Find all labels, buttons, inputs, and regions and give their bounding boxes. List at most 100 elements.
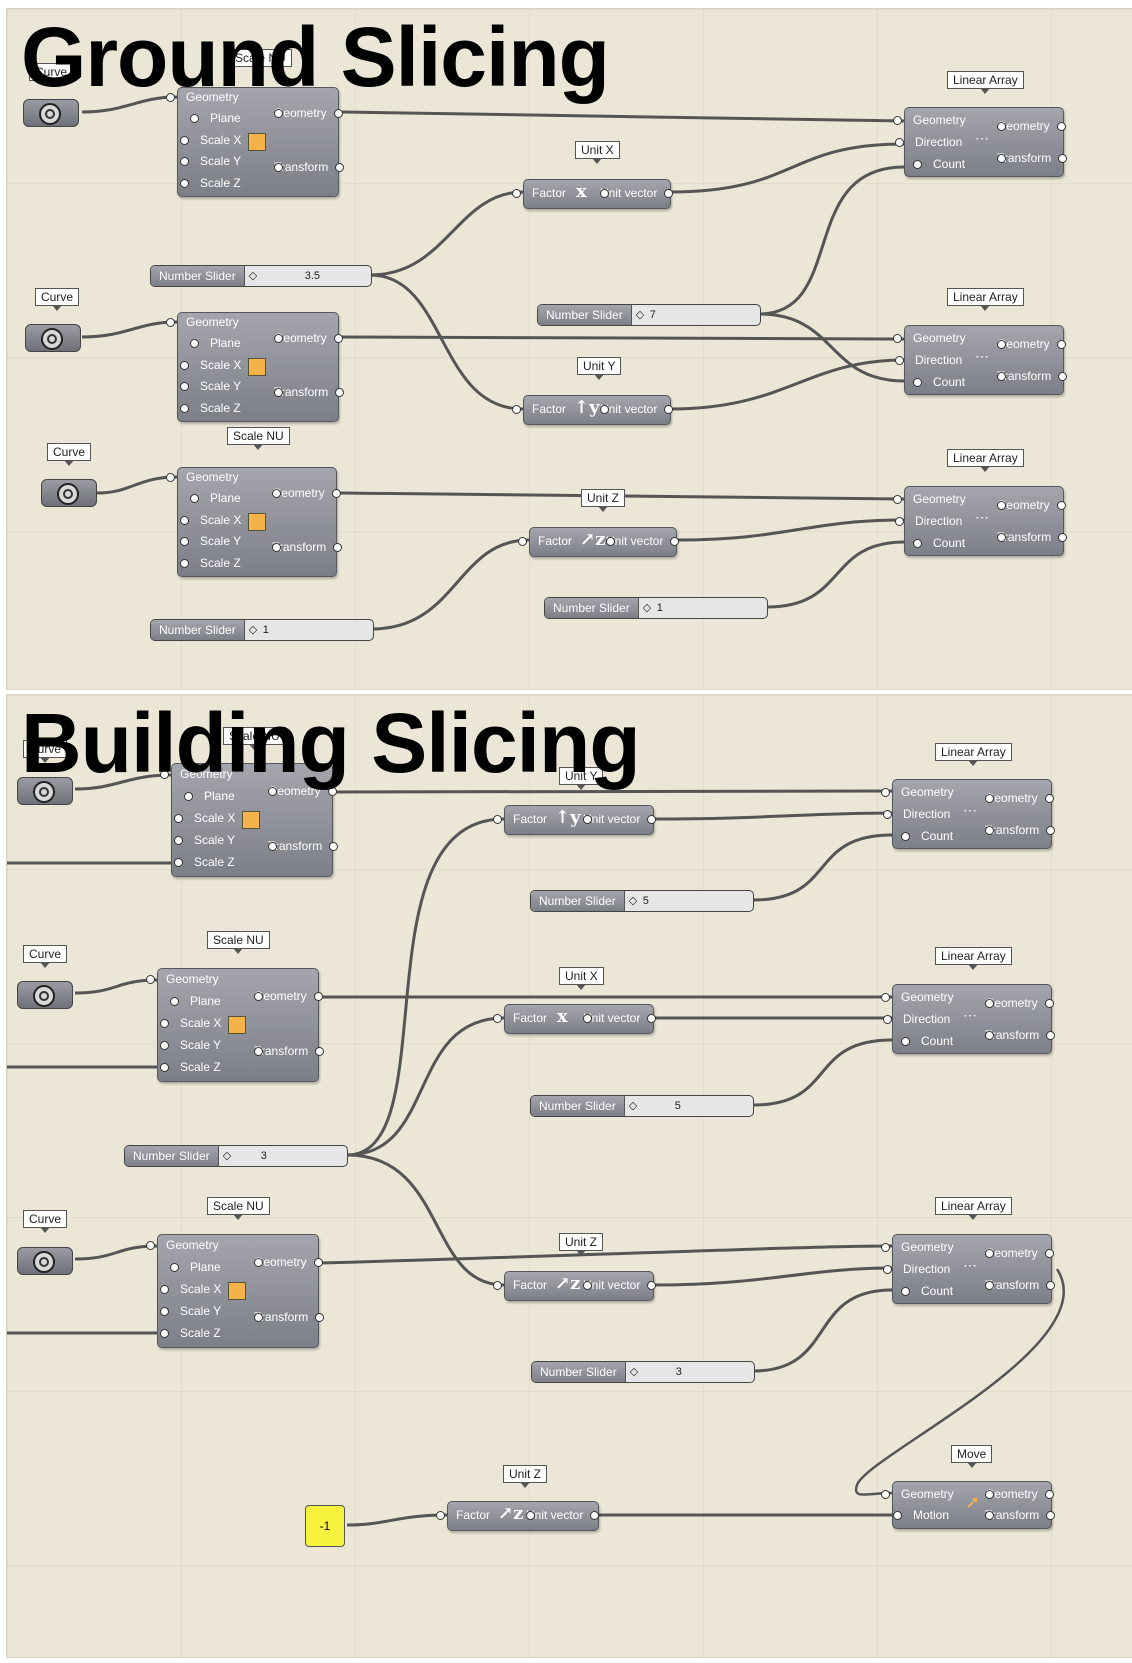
port-transform-out[interactable]: Transform bbox=[997, 151, 1068, 165]
port-scale-y[interactable]: Scale Y bbox=[159, 1304, 222, 1318]
port-scale-z[interactable]: Scale Z bbox=[180, 401, 241, 415]
linear-array-component[interactable]: Geometry Direction Count ⋯ Geometry Tran… bbox=[893, 325, 1068, 395]
curve-param[interactable] bbox=[23, 99, 79, 127]
move-component[interactable]: Geometry Motion ➚ Geometry Transform bbox=[881, 1481, 1056, 1529]
slider-value[interactable]: 7 bbox=[632, 308, 656, 321]
port-motion[interactable]: Motion bbox=[892, 1508, 950, 1522]
port-plane[interactable]: Plane bbox=[184, 789, 235, 803]
port-factor[interactable]: Factor bbox=[492, 1278, 548, 1292]
port-scale-x[interactable]: Scale X bbox=[159, 1282, 222, 1296]
slider-value[interactable]: 1 bbox=[639, 601, 663, 614]
port-plane[interactable]: Plane bbox=[190, 491, 241, 505]
port-factor[interactable]: Factor bbox=[511, 186, 567, 200]
port-geometry-out[interactable]: Geometry bbox=[254, 1255, 323, 1269]
port-geometry-out[interactable]: Geometry bbox=[985, 1246, 1054, 1260]
port-geometry[interactable]: Geometry bbox=[893, 492, 966, 506]
port-geometry-out[interactable]: Geometry bbox=[274, 106, 343, 120]
unit-y-component[interactable]: Factor ↑y Unit vector bbox=[511, 395, 674, 425]
number-slider[interactable]: Number Slider 5 bbox=[530, 890, 754, 912]
port-geometry-out[interactable]: Geometry bbox=[985, 791, 1054, 805]
unit-x-component[interactable]: Factor x Unit vector bbox=[511, 179, 674, 209]
port-unit-vector[interactable]: Unit vector bbox=[583, 1278, 657, 1292]
port-geometry[interactable]: Geometry bbox=[146, 1238, 219, 1252]
port-scale-z[interactable]: Scale Z bbox=[174, 855, 235, 869]
port-scale-y[interactable]: Scale Y bbox=[179, 379, 242, 393]
port-geometry-out[interactable]: Geometry bbox=[274, 331, 343, 345]
port-transform-out[interactable]: Transform bbox=[254, 1044, 325, 1058]
port-factor[interactable]: Factor bbox=[511, 402, 567, 416]
number-slider[interactable]: Number Slider 1 bbox=[544, 597, 768, 619]
port-transform-out[interactable]: Transform bbox=[268, 839, 339, 853]
scale-nu-component[interactable]: Geometry Plane Scale X Scale Y Scale Z G… bbox=[146, 968, 325, 1082]
port-transform-out[interactable]: Transform bbox=[272, 540, 343, 554]
port-count[interactable]: Count bbox=[912, 375, 966, 389]
port-count[interactable]: Count bbox=[900, 829, 954, 843]
port-count[interactable]: Count bbox=[900, 1034, 954, 1048]
number-slider[interactable]: Number Slider 7 bbox=[537, 304, 761, 326]
port-factor[interactable]: Factor bbox=[435, 1508, 491, 1522]
port-transform-out[interactable]: Transform bbox=[985, 1278, 1056, 1292]
unit-z-component[interactable]: Factor ↗z Unit vector bbox=[435, 1501, 600, 1531]
slider-value[interactable]: 1 bbox=[245, 623, 269, 636]
port-plane[interactable]: Plane bbox=[170, 994, 221, 1008]
port-unit-vector[interactable]: Unit vector bbox=[606, 534, 680, 548]
port-transform-out[interactable]: Transform bbox=[985, 823, 1056, 837]
curve-param[interactable] bbox=[25, 324, 81, 352]
port-count[interactable]: Count bbox=[900, 1284, 954, 1298]
port-unit-vector[interactable]: Unit vector bbox=[583, 1011, 657, 1025]
scale-nu-component[interactable]: Geometry Plane Scale X Scale Y Scale Z G… bbox=[166, 312, 345, 422]
curve-param[interactable] bbox=[41, 479, 97, 507]
unit-z-component[interactable]: Factor ↗z Unit vector bbox=[517, 527, 680, 557]
number-slider[interactable]: Number Slider 1 bbox=[150, 619, 374, 641]
port-geometry[interactable]: Geometry bbox=[146, 972, 219, 986]
port-transform-out[interactable]: Transform bbox=[274, 160, 345, 174]
number-slider[interactable]: Number Slider 3 bbox=[124, 1145, 348, 1167]
port-geometry[interactable]: Geometry bbox=[893, 113, 966, 127]
slider-value[interactable]: 5 bbox=[625, 894, 649, 907]
unit-z-component[interactable]: Factor ↗z Unit vector bbox=[492, 1271, 657, 1301]
curve-param[interactable] bbox=[17, 777, 73, 805]
port-count[interactable]: Count bbox=[912, 536, 966, 550]
port-transform-out[interactable]: Transform bbox=[985, 1028, 1056, 1042]
port-scale-x[interactable]: Scale X bbox=[179, 358, 242, 372]
port-geometry-out[interactable]: Geometry bbox=[997, 498, 1066, 512]
linear-array-component[interactable]: Geometry Direction Count ⋯ Geometry Tran… bbox=[881, 984, 1056, 1054]
port-transform-out[interactable]: Transform bbox=[997, 369, 1068, 383]
port-direction[interactable]: Direction bbox=[882, 1262, 951, 1276]
port-geometry-out[interactable]: Geometry bbox=[272, 486, 341, 500]
port-unit-vector[interactable]: Unit vector bbox=[583, 812, 657, 826]
port-direction[interactable]: Direction bbox=[894, 514, 963, 528]
port-transform-out[interactable]: Transform bbox=[997, 530, 1068, 544]
port-geometry[interactable]: Geometry bbox=[166, 315, 239, 329]
port-geometry-out[interactable]: Geometry bbox=[268, 784, 337, 798]
port-transform-out[interactable]: Transform bbox=[985, 1508, 1056, 1522]
port-scale-x[interactable]: Scale X bbox=[173, 811, 236, 825]
port-geometry-out[interactable]: Geometry bbox=[985, 1487, 1054, 1501]
port-geometry-out[interactable]: Geometry bbox=[997, 119, 1066, 133]
port-factor[interactable]: Factor bbox=[492, 812, 548, 826]
port-scale-z[interactable]: Scale Z bbox=[180, 176, 241, 190]
port-scale-z[interactable]: Scale Z bbox=[160, 1326, 221, 1340]
port-plane[interactable]: Plane bbox=[190, 111, 241, 125]
port-scale-y[interactable]: Scale Y bbox=[173, 833, 236, 847]
number-slider[interactable]: Number Slider 5 bbox=[530, 1095, 754, 1117]
curve-param[interactable] bbox=[17, 1247, 73, 1275]
number-slider[interactable]: Number Slider 3 bbox=[531, 1361, 755, 1383]
port-direction[interactable]: Direction bbox=[894, 353, 963, 367]
number-panel[interactable]: -1 bbox=[305, 1505, 345, 1547]
port-scale-z[interactable]: Scale Z bbox=[180, 556, 241, 570]
port-transform-out[interactable]: Transform bbox=[254, 1310, 325, 1324]
slider-value[interactable]: 3.5 bbox=[245, 269, 320, 282]
port-geometry[interactable]: Geometry bbox=[881, 990, 954, 1004]
port-direction[interactable]: Direction bbox=[882, 807, 951, 821]
unit-y-component[interactable]: Factor ↑y Unit vector bbox=[492, 805, 657, 835]
port-factor[interactable]: Factor bbox=[517, 534, 573, 548]
port-geometry-out[interactable]: Geometry bbox=[985, 996, 1054, 1010]
port-scale-z[interactable]: Scale Z bbox=[160, 1060, 221, 1074]
linear-array-component[interactable]: Geometry Direction Count ⋯ Geometry Tran… bbox=[893, 107, 1068, 177]
port-direction[interactable]: Direction bbox=[882, 1012, 951, 1026]
port-direction[interactable]: Direction bbox=[894, 135, 963, 149]
port-scale-y[interactable]: Scale Y bbox=[179, 154, 242, 168]
port-geometry[interactable]: Geometry bbox=[881, 1487, 954, 1501]
port-unit-vector[interactable]: Unit vector bbox=[600, 402, 674, 416]
